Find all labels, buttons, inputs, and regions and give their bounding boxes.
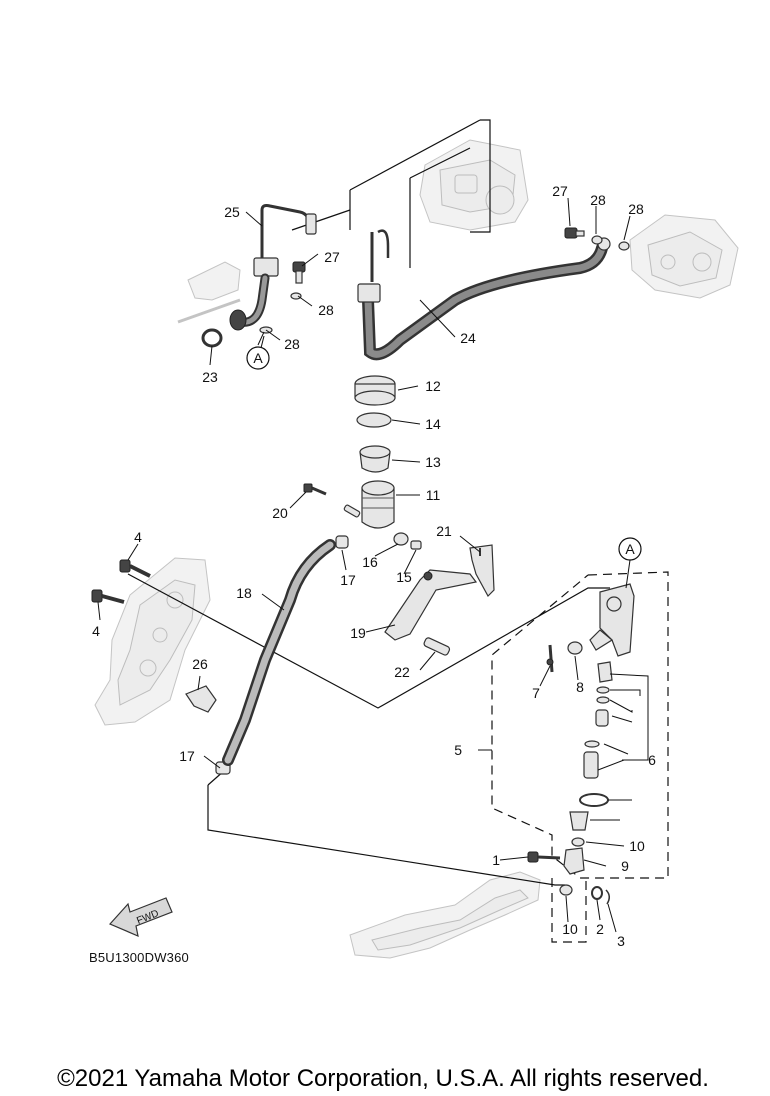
footrest-bolt-upper <box>119 559 151 578</box>
part-label: 16 <box>362 554 378 570</box>
brake-arm-19 <box>384 569 478 641</box>
bracket-21 <box>469 544 495 597</box>
part-label: 3 <box>617 933 625 949</box>
callout-marker-a-left: A <box>246 346 270 370</box>
part-label: 6 <box>648 752 656 768</box>
part-label: 24 <box>460 330 476 346</box>
hose-clamp-26 <box>185 685 217 713</box>
part-label: 18 <box>236 585 252 601</box>
part-label: 9 <box>621 858 629 874</box>
reservoir-bolt <box>303 483 327 496</box>
hose-clamp-23 <box>201 328 223 348</box>
brake-pedal-ghost <box>349 871 541 959</box>
svg-text:A: A <box>625 541 635 557</box>
part-label: 15 <box>396 569 412 585</box>
pin-7 <box>546 644 554 673</box>
hose-fitting-15 <box>410 540 422 550</box>
cotter-pin-3 <box>605 889 610 905</box>
part-label: 25 <box>224 204 240 220</box>
part-label: 1 <box>492 852 500 868</box>
bolt-1 <box>527 851 561 863</box>
callout-marker-a-right: A <box>618 537 642 561</box>
hose-clip-upper <box>335 535 349 549</box>
reservoir-diaphragm <box>359 445 391 473</box>
washer-2 <box>591 886 603 900</box>
pin-22 <box>423 637 451 656</box>
part-label: 28 <box>590 192 606 208</box>
part-label: 14 <box>425 416 441 432</box>
nut-10-upper <box>571 837 585 847</box>
clevis-9 <box>563 847 585 875</box>
union-bolt-right <box>564 227 585 239</box>
part-label: 28 <box>284 336 300 352</box>
part-label: 8 <box>576 679 584 695</box>
part-label: 4 <box>134 529 142 545</box>
part-label: 11 <box>426 487 441 503</box>
part-label: 28 <box>628 201 644 217</box>
part-label: 10 <box>562 921 578 937</box>
leader-lines <box>97 197 649 933</box>
reference-code: B5U1300DW360 <box>89 950 189 965</box>
footrest-bracket-ghost <box>177 261 241 324</box>
part-label: 17 <box>179 748 195 764</box>
part-label: 27 <box>324 249 340 265</box>
reservoir-cap <box>354 375 396 406</box>
bolt-8 <box>567 641 583 655</box>
brake-hose-24 <box>357 229 611 361</box>
copyright-notice: ©2021 Yamaha Motor Corporation, U.S.A. A… <box>57 1065 709 1092</box>
part-label: 4 <box>92 623 100 639</box>
reservoir-hose <box>222 539 336 766</box>
footrest-bolt-lower <box>91 589 125 604</box>
brake-pipe-upper <box>253 204 317 277</box>
part-label: 5 <box>454 742 462 758</box>
part-label: 17 <box>340 572 356 588</box>
brake-caliper-ghost <box>629 214 739 299</box>
part-label: 7 <box>532 685 540 701</box>
nut-10-lower <box>559 884 573 896</box>
brake-hose-left <box>229 273 270 331</box>
svg-text:A: A <box>253 350 263 366</box>
master-cylinder-kit-6 <box>569 661 613 831</box>
part-label: 26 <box>192 656 208 672</box>
part-label: 12 <box>425 378 441 394</box>
reservoir-plate <box>356 412 392 428</box>
forward-arrow-icon: FWD <box>108 897 173 938</box>
part-label: 23 <box>202 369 218 385</box>
part-label: 20 <box>272 505 288 521</box>
part-label: 19 <box>350 625 366 641</box>
master-cylinder-assembly-boundary <box>491 571 669 943</box>
union-bolt-left <box>259 261 306 334</box>
reservoir-tank <box>343 480 395 529</box>
part-label: 13 <box>425 454 441 470</box>
part-label: 22 <box>394 664 410 680</box>
part-label: 27 <box>552 183 568 199</box>
part-label: 21 <box>436 523 452 539</box>
part-label: 10 <box>629 838 645 854</box>
part-label: 28 <box>318 302 334 318</box>
part-label: 2 <box>596 921 604 937</box>
footrest-plate-ghost <box>94 557 211 726</box>
part-number-labels: 1 2 3 4 4 5 6 7 8 9 10 10 11 12 13 14 15… <box>92 183 656 949</box>
abs-unit-ghost <box>419 139 529 231</box>
copper-washers-right <box>591 235 630 251</box>
assembly-frame-lines <box>127 119 610 886</box>
master-cylinder-body <box>589 583 635 657</box>
hose-fitting-16 <box>393 532 409 546</box>
